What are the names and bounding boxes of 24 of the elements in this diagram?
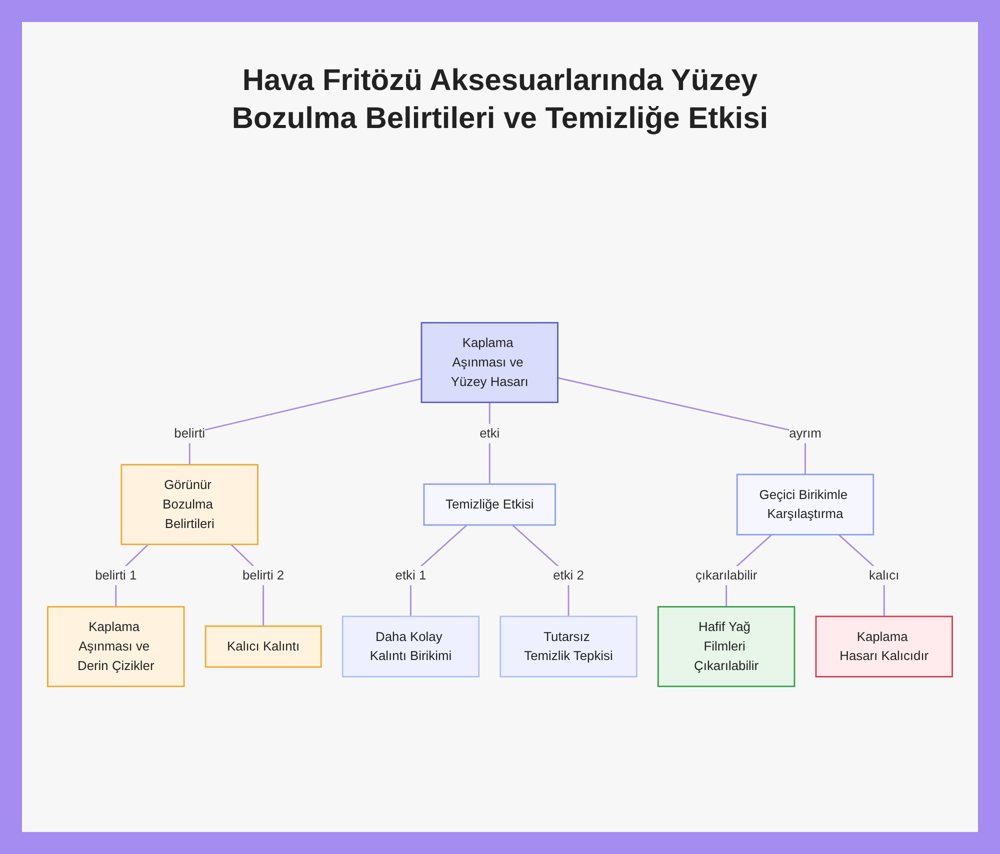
node-box [120, 464, 258, 546]
node-box [420, 322, 558, 403]
edge-label: etki 2 [553, 568, 584, 582]
edge-label: belirti [174, 426, 206, 440]
node-box [500, 616, 638, 678]
edge-label: çıkarılabilir [695, 568, 758, 582]
node-box [204, 625, 322, 668]
node-box [736, 474, 874, 536]
edge-label: belirti 1 [95, 568, 137, 582]
node-box [815, 616, 953, 678]
node-box [423, 483, 556, 526]
edge-label: etki 1 [395, 568, 426, 582]
edge-label: etki [480, 426, 500, 440]
card-background: Hava Fritözü Aksesuarlarında Yüzey Bozulma Belirtileri ve Temizliğe Etkisi belirti etki ayrım belirti 1 belirti 2 etki 1 etki 2 çıkarılabilir kalıcı Kaplama Aşınması ve Yüzey Hasarı Görünür Bozulma Belirtileri Temizliğe Etkisi Geçici Birikimle Karşılaştırma Kaplama Aşınması ve Derin Çizikler Kalıcı Kalıntı Daha Kolay Kalıntı Birikimi Tutarsız Temizlik Tepkisi Hafif Yağ Filmleri Çıkarılabilir Kaplama Hasarı Kalıcıdır [22, 22, 978, 832]
edge-label: kalıcı [869, 568, 900, 582]
edge-label: ayrım [789, 426, 822, 440]
edge-label: belirti 2 [242, 568, 284, 582]
connector [488, 402, 490, 484]
node-box [342, 616, 480, 678]
node-box [47, 606, 185, 688]
node-box [657, 606, 796, 688]
connector [188, 378, 422, 465]
connector [558, 377, 806, 474]
diagram-title: Hava Fritözü Aksesuarlarında Yüzey Bozulma Belirtileri ve Temizliğe Etkisi [230, 63, 770, 137]
